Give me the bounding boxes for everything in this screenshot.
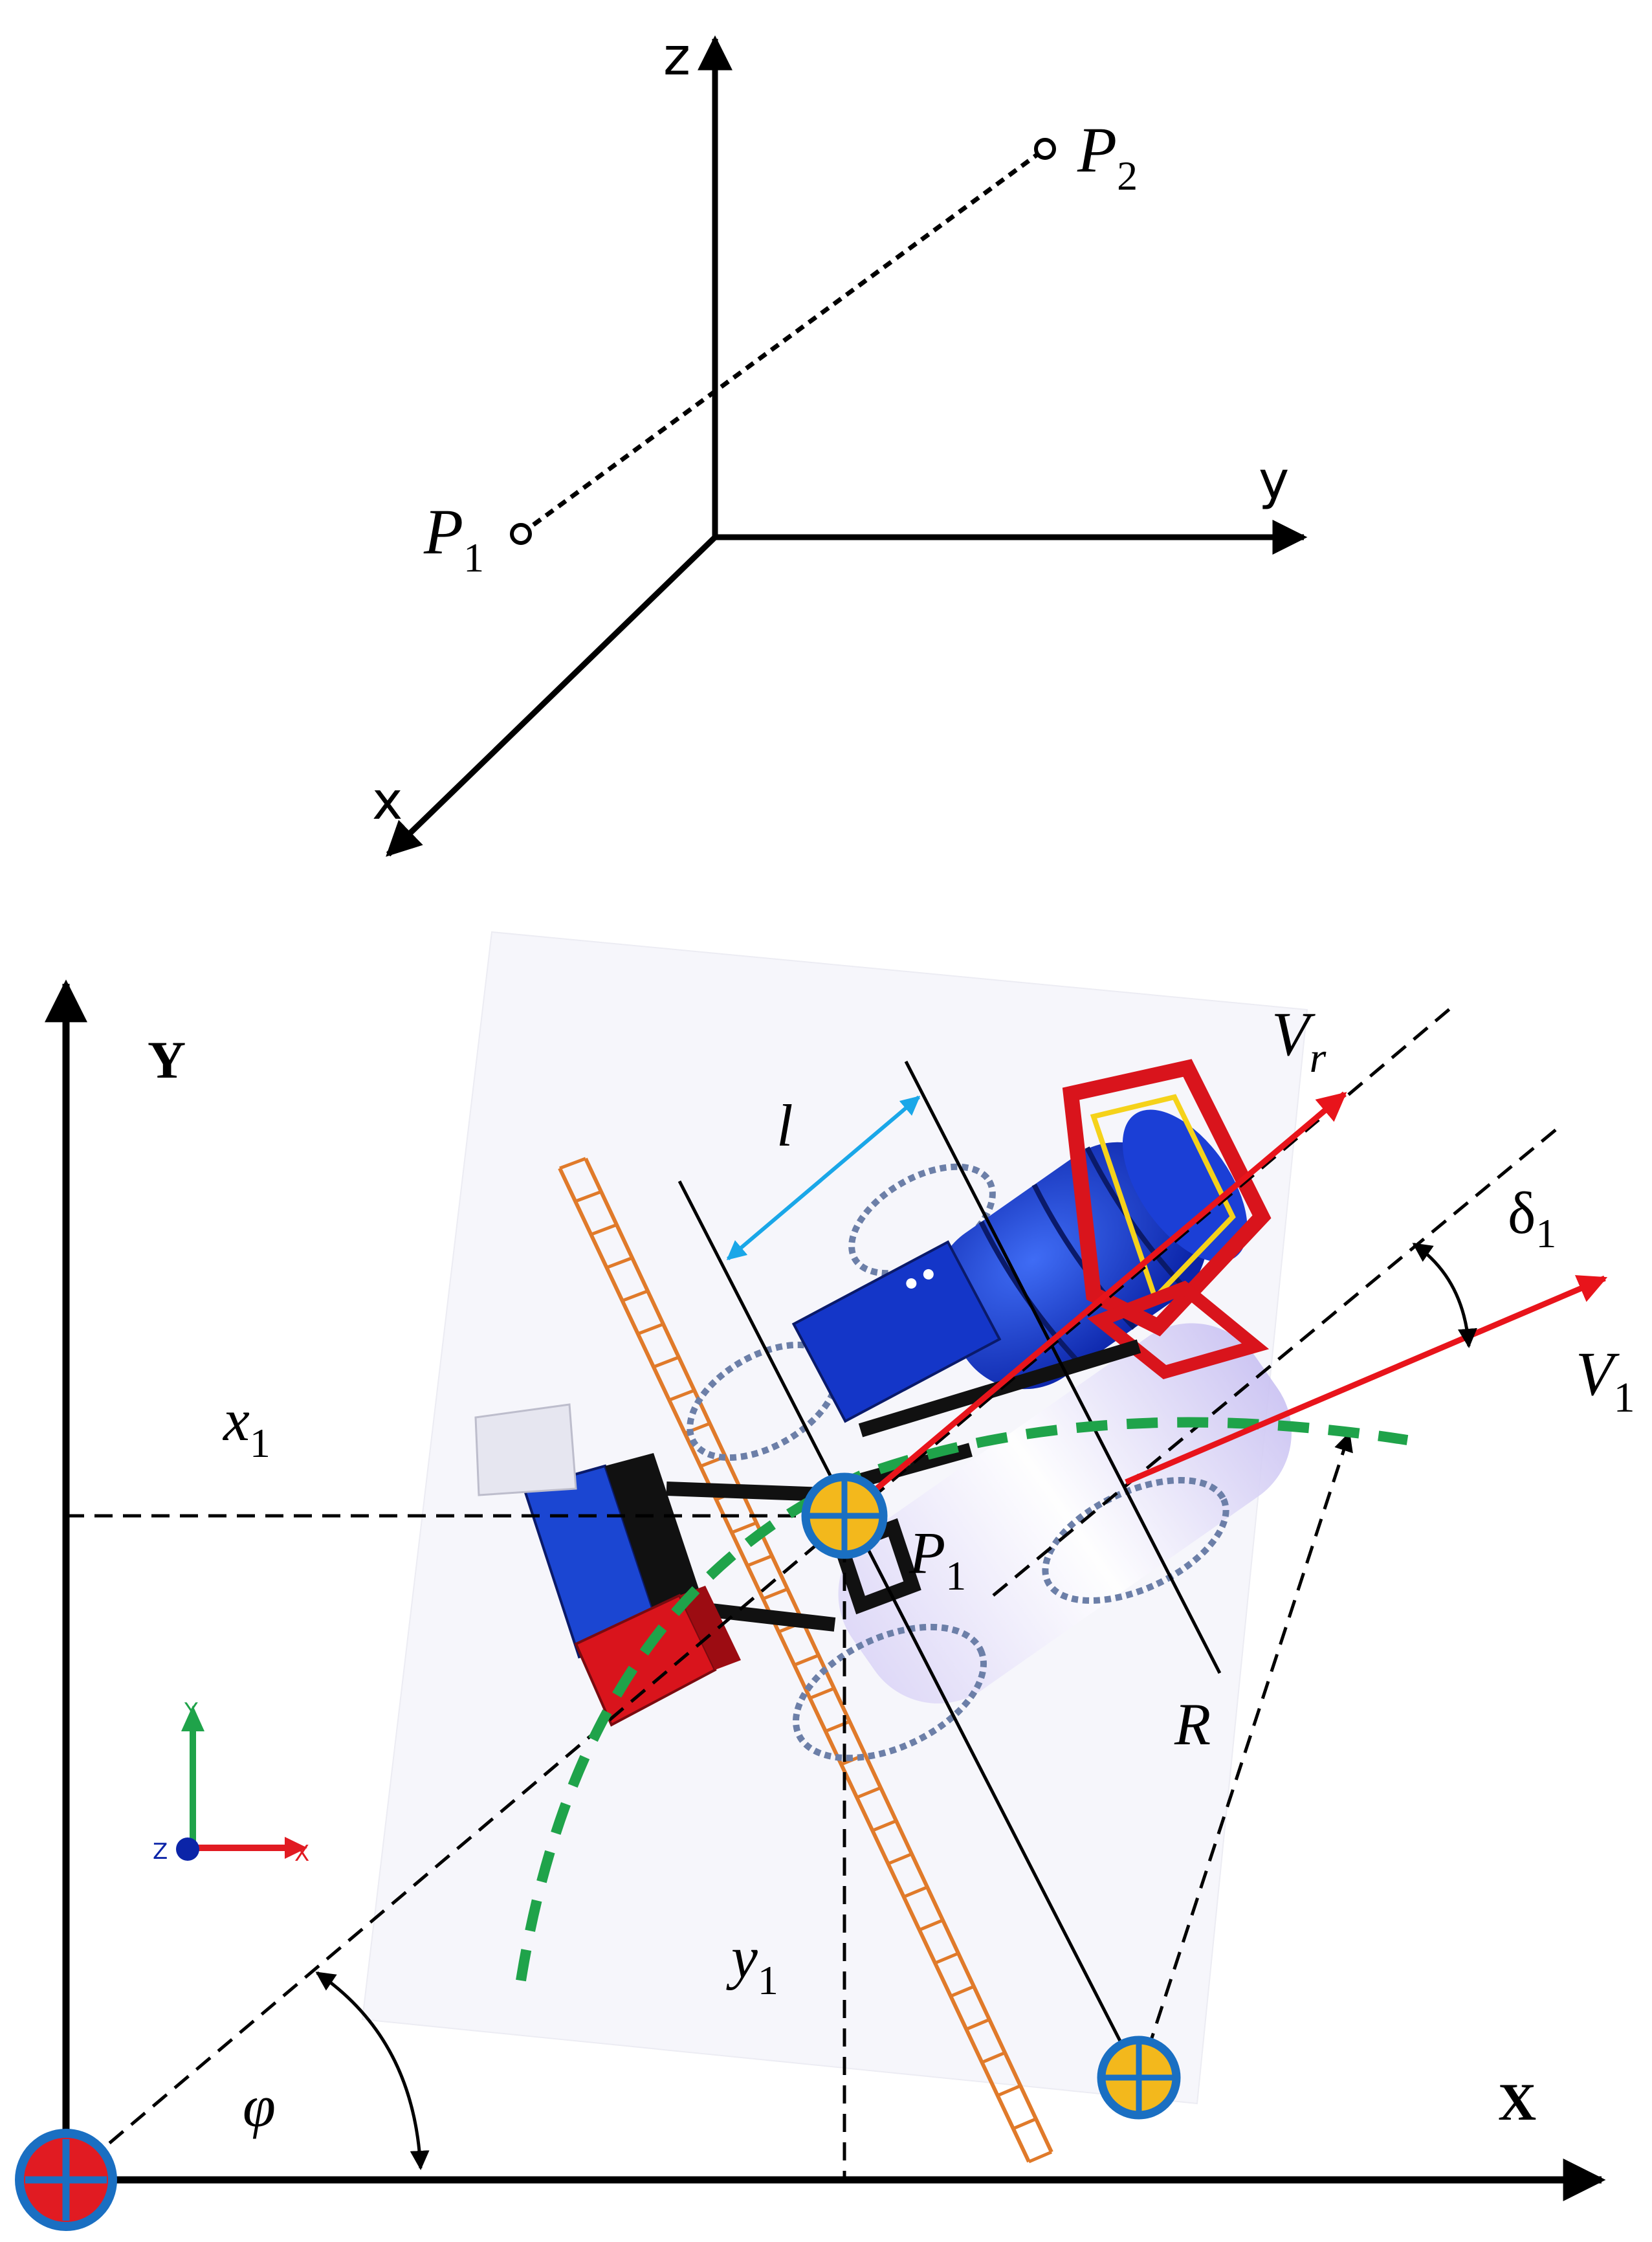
ladder-rung [856,1786,881,1799]
label-delta1: δ1 [1508,1180,1556,1256]
y-axis-label: y [1259,450,1289,511]
svg-text:Z: Z [153,1839,168,1865]
ladder-rung [918,1918,943,1932]
ladder-rung [950,1984,975,1998]
point-p2-label: P2 [1077,114,1138,199]
global-Y-axis-label: Y [148,1030,186,1089]
ladder-rung [809,1687,835,1700]
ladder-rung [997,2084,1021,2097]
robot-bracket [474,1403,577,1496]
front-axle-line [904,1060,1222,1674]
bottom-planar-diagram: Y X [15,931,1635,2231]
v1-reference-line [992,1128,1558,1597]
svg-text:Y: Y [184,1698,198,1724]
top-3d-axes: z y x P1 P2 [372,27,1308,857]
ladder-rung [1028,2150,1052,2164]
label-l: l [776,1093,793,1159]
x-axis-label: x [372,771,402,831]
ladder-rung [606,1256,633,1269]
wheelbase-dimension [726,1095,921,1261]
velocity-vr-arrow [843,1091,1347,1518]
label-vr: Vr [1272,999,1327,1082]
robot-motor-box-upper [791,1240,1002,1423]
label-phi: φ [243,2073,276,2139]
label-p1: P1 [909,1520,966,1599]
ladder-rail [558,1157,1053,2164]
ladder-rung [1012,2117,1037,2131]
ladder-rung [872,1819,897,1832]
ladder-rung [965,2018,990,2031]
ladder-rung [621,1289,648,1303]
delta1-angle-arc [1412,1242,1477,1348]
ladder-rung [668,1388,695,1402]
ladder-rung [653,1355,679,1369]
ladder-rung [981,2051,1006,2064]
label-x1: x1 [222,1387,270,1466]
point-p2-marker [1034,138,1056,160]
robot-motor-box-red [574,1586,741,1727]
ladder-rung [559,1157,586,1170]
ladder-rung [731,1521,757,1535]
ladder-rung [747,1554,773,1568]
ladder-rung [903,1885,928,1898]
label-R: R [1174,1691,1211,1757]
ladder-rung [793,1654,819,1667]
icr-marker-icon [1097,2036,1181,2120]
global-X-axis-label: X [1498,2072,1536,2131]
point-p1-marker [510,523,532,545]
velocity-v1-arrow [1125,1275,1608,1485]
ladder-rung [887,1852,912,1865]
p1-p2-segment [519,147,1047,536]
ladder-rung [934,1951,959,1965]
label-y1: y1 [726,1924,778,2003]
ladder-rung [762,1587,788,1601]
ladder-rung [637,1322,664,1336]
robot-drum [934,1109,1248,1390]
ladder-rung [590,1223,617,1236]
phi-angle-arc [315,1971,430,2170]
ladder-rung [575,1190,602,1203]
robot-drum-frame [1062,1059,1272,1380]
z-axis-label: z [663,27,690,87]
x-axis [386,535,718,857]
p1-joint-marker-icon [801,1472,888,1559]
rear-axle-line [677,1180,1141,2079]
svg-text:X: X [294,1841,309,1867]
point-p1-label: P1 [423,496,484,581]
heading-line [65,1005,1454,2181]
label-v1: V1 [1576,1339,1635,1421]
origin-marker-icon [15,2129,117,2231]
coordinate-triad-icon: Y Z X [153,1698,309,1867]
